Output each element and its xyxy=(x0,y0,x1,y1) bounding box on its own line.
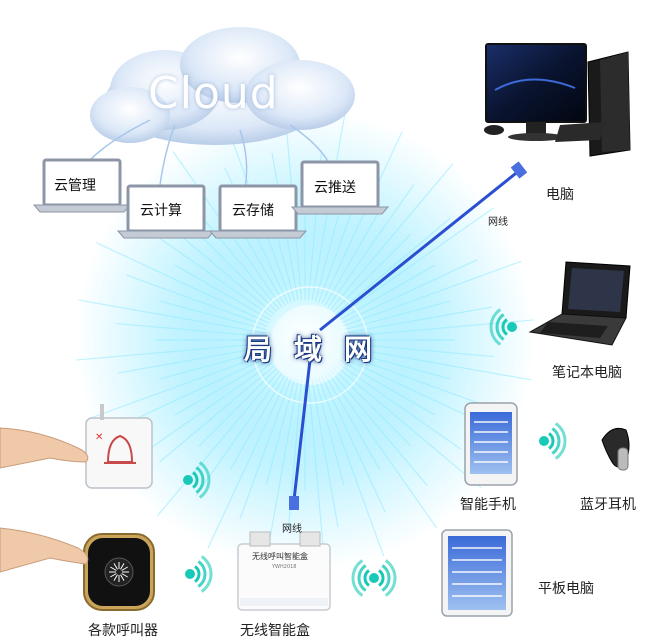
burst-ray xyxy=(343,349,451,380)
burst-ray xyxy=(343,300,451,331)
sparkle-ray xyxy=(121,573,128,578)
burst-ray xyxy=(195,372,283,496)
burst-ray xyxy=(335,365,482,489)
cloud-shape xyxy=(90,27,355,145)
burst-ray xyxy=(239,377,292,519)
wireless-signals xyxy=(183,308,567,597)
box-model: YWH2018 xyxy=(272,564,297,570)
burst-ray xyxy=(174,359,271,416)
burst-ray xyxy=(174,264,271,321)
burst-ray xyxy=(339,264,436,321)
burst-ray xyxy=(318,377,385,557)
cloud-laptop-3 xyxy=(208,184,308,239)
burst-ray xyxy=(342,260,522,327)
burst-ray xyxy=(330,163,454,310)
desktop-computer xyxy=(484,43,631,157)
label-desktop: 电脑 xyxy=(546,187,574,203)
burst-ray xyxy=(88,353,268,420)
burst-ray xyxy=(126,274,268,327)
burst-ray xyxy=(149,230,273,318)
burst-ray xyxy=(159,349,267,380)
hand-top xyxy=(0,427,89,469)
call-button-round xyxy=(83,533,155,611)
cloud-service-manage: 云管理 xyxy=(54,178,96,194)
label-cable-bottom: 网线 xyxy=(282,524,302,535)
signal-box-tablet-icon xyxy=(351,559,397,597)
burst-ray xyxy=(344,342,495,358)
label-wireless-box: 无线智能盒 xyxy=(240,623,310,639)
sparkle-ray xyxy=(113,563,118,570)
signal-call-button-bottom-icon xyxy=(185,555,213,593)
cloud-service-storage: 云存储 xyxy=(232,203,274,219)
label-bluetooth-headset: 蓝牙耳机 xyxy=(580,497,636,513)
bluetooth-headset-device xyxy=(601,427,630,471)
burst-ray xyxy=(156,370,280,517)
notebook-computer xyxy=(528,261,631,346)
burst-ray xyxy=(264,379,299,567)
sparkle-ray xyxy=(121,566,128,571)
label-call-buttons: 各款呼叫器 xyxy=(88,623,158,639)
sparkle-ray xyxy=(120,563,125,570)
burst-ray xyxy=(159,365,275,463)
label-smartphone: 智能手机 xyxy=(460,497,516,513)
burst-ray xyxy=(337,207,494,318)
burst-ray xyxy=(311,379,339,528)
sparkle-ray xyxy=(110,566,117,571)
cloud-service-compute: 云计算 xyxy=(140,203,182,219)
burst-ray xyxy=(115,322,266,338)
burst-ray xyxy=(314,378,345,486)
burst-ray xyxy=(117,346,266,374)
sparkle-ray xyxy=(110,573,117,578)
burst-ray xyxy=(207,375,289,549)
burst-ray xyxy=(324,374,381,471)
svg-text:✕: ✕ xyxy=(95,432,103,443)
burst-ray xyxy=(339,359,436,416)
label-laptop: 笔记本电脑 xyxy=(552,365,622,381)
burst-ray xyxy=(96,242,270,324)
burst-ray xyxy=(229,374,286,471)
burst-ray xyxy=(324,209,381,306)
signal-phone-headset-icon xyxy=(539,422,567,460)
cloud-laptop-1 xyxy=(32,158,132,213)
tablet-device xyxy=(441,529,513,617)
label-tablet: 平板电脑 xyxy=(538,581,594,597)
burst-ray xyxy=(265,378,296,486)
burst-ray xyxy=(75,342,266,361)
signal-laptop-icon xyxy=(489,308,517,346)
cloud-service-push: 云推送 xyxy=(314,180,356,196)
cloud-laptop-2 xyxy=(116,184,216,239)
burst-ray xyxy=(332,233,412,313)
burst-ray xyxy=(344,346,532,381)
burst-ray xyxy=(78,299,266,334)
hand-bottom xyxy=(0,527,89,573)
burst-ray xyxy=(198,233,278,313)
burst-ray xyxy=(332,367,412,447)
burst-ray xyxy=(132,356,270,421)
sparkle-ray xyxy=(113,574,118,581)
burst-ray xyxy=(340,259,478,324)
burst-ray xyxy=(321,131,403,305)
box-title: 无线呼叫智能盒 xyxy=(252,552,308,561)
wireless-box-device xyxy=(237,531,331,611)
burst-ray xyxy=(159,300,267,331)
network-cables xyxy=(289,161,528,510)
burst-ray xyxy=(307,379,326,570)
burst-ray xyxy=(198,367,278,447)
label-cable-top: 网线 xyxy=(488,217,508,228)
signal-call-button-top-icon xyxy=(183,461,211,499)
cloud-laptop-4 xyxy=(290,160,390,215)
burst-ray xyxy=(335,217,451,315)
burst-ray xyxy=(327,184,415,308)
smartphone-device xyxy=(464,402,518,486)
sparkle-ray xyxy=(120,574,125,581)
lan-label: 局域网 xyxy=(244,333,395,366)
cloud-title: Cloud xyxy=(148,68,279,119)
burst-ray xyxy=(344,306,493,334)
burst-ray xyxy=(327,372,438,529)
